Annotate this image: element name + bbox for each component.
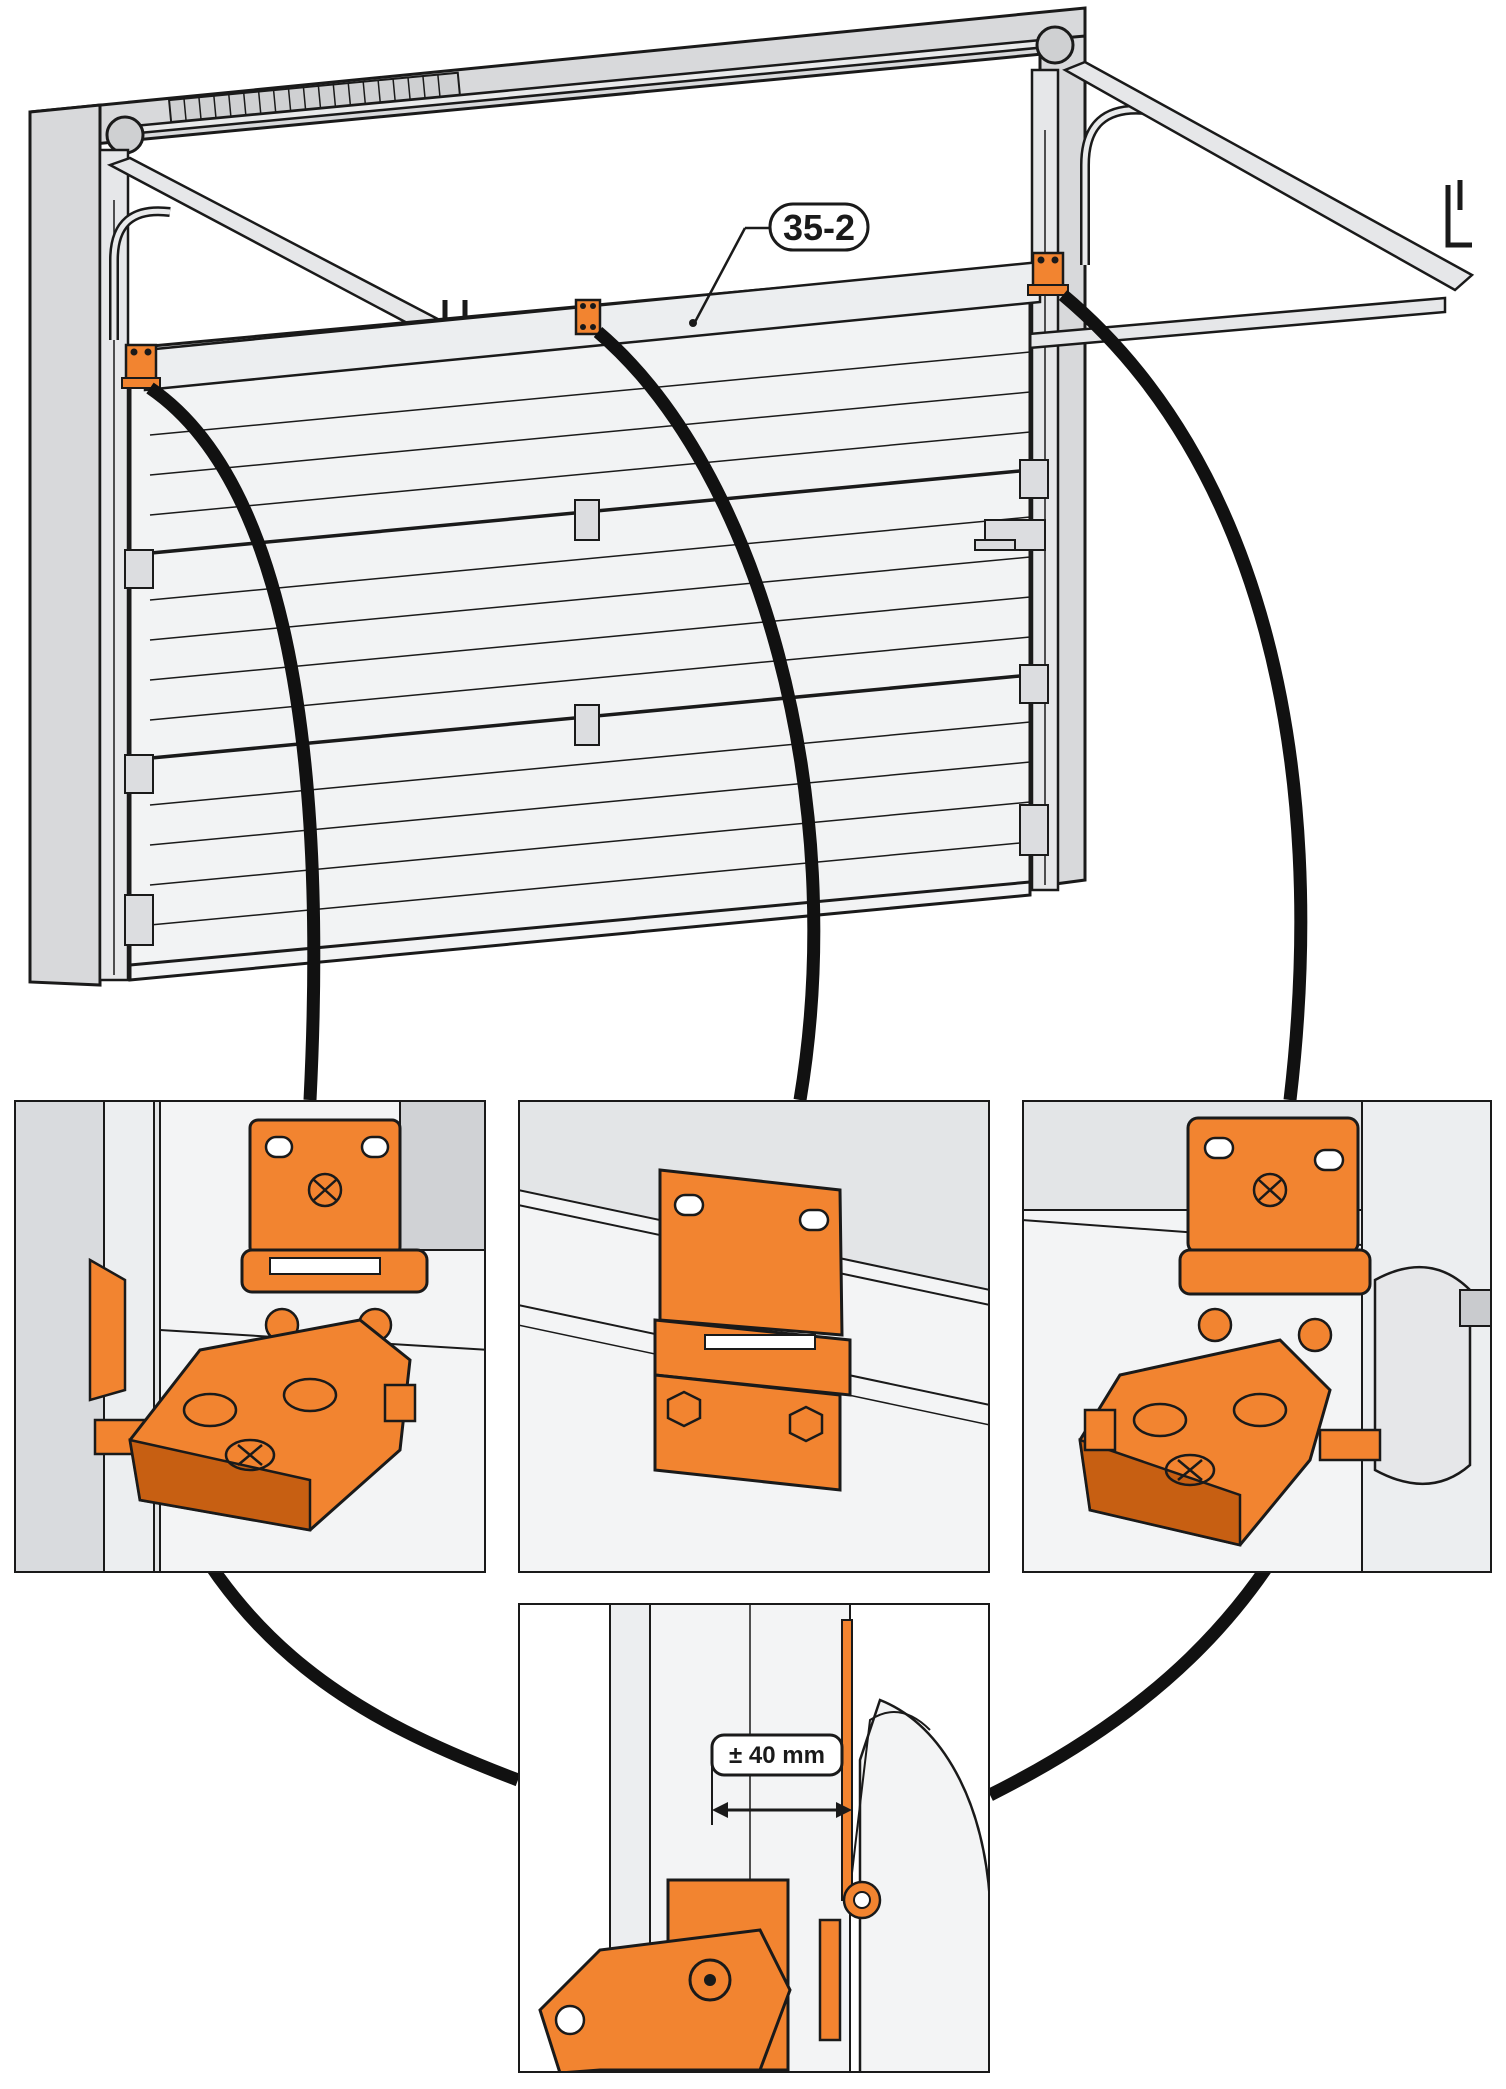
detail-panel-bottom: ± 40 mm — [518, 1603, 990, 2073]
arc-left-hinge — [146, 382, 321, 1101]
side-hinge-left-1 — [124, 549, 154, 589]
torsion-spring — [167, 71, 461, 124]
roller-bracket-icon-right — [1078, 1338, 1382, 1547]
hinge-icon — [240, 1118, 429, 1343]
door-leaf — [128, 260, 1042, 982]
arc-right-hinge — [1058, 290, 1308, 1101]
rear-hanger-right — [1445, 180, 1472, 248]
side-hinge-right-1 — [1019, 459, 1049, 499]
center-hinge-1 — [574, 499, 600, 541]
side-hinge-left-2 — [124, 754, 154, 794]
horizontal-track-right — [1062, 60, 1475, 292]
cable-drum-right — [1035, 25, 1075, 65]
detail-panel-left — [14, 1100, 486, 1573]
roller-bracket-icon — [128, 1318, 417, 1532]
arc-center-hinge — [593, 327, 821, 1102]
highlighted-top-roller-right — [1027, 251, 1069, 296]
side-hinge-left-3 — [124, 894, 154, 946]
door-overview: 35-2 — [28, 6, 1475, 987]
center-hinge-icon — [653, 1168, 852, 1492]
side-lock-latch — [974, 519, 1046, 551]
highlighted-top-roller-left — [121, 343, 161, 389]
highlighted-top-center-hinge — [574, 298, 602, 336]
cable-drum-left — [105, 115, 145, 155]
detail-panel-right — [1022, 1100, 1492, 1573]
side-hinge-right-2 — [1019, 664, 1049, 704]
callout-leader — [693, 227, 747, 323]
hinge-icon-right — [1178, 1116, 1372, 1353]
center-hinge-2 — [574, 704, 600, 746]
part-callout-label: 35-2 — [783, 207, 855, 248]
detail-panel-center — [518, 1100, 990, 1573]
side-hinge-right-3 — [1019, 804, 1049, 856]
wall-pier-left — [28, 103, 102, 987]
bolt-icon — [666, 1390, 824, 1443]
dimension-label: ± 40 mm — [729, 1742, 825, 1769]
dimension-indicator: ± 40 mm — [710, 1733, 853, 1825]
